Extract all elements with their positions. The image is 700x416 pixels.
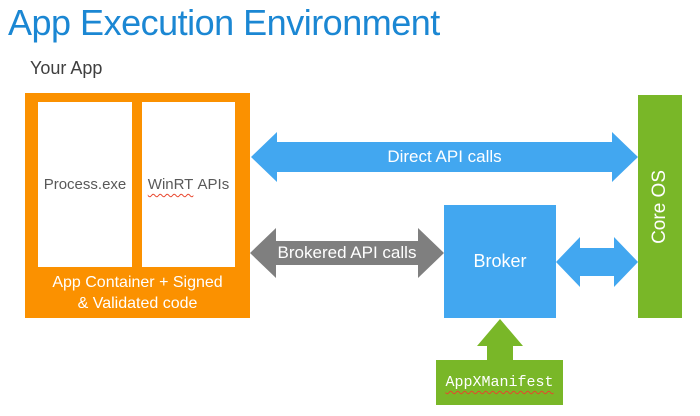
brokered-api-calls-arrow: Brokered API calls (250, 228, 444, 278)
direct-api-calls-label: Direct API calls (387, 147, 502, 166)
broker-label: Broker (473, 251, 527, 271)
process-exe-label: Process.exe (43, 176, 127, 193)
winrt-apis-box: WinRT APIs (142, 102, 235, 267)
apis-word: APIs (197, 176, 230, 193)
app-container-box: Process.exe WinRT APIs App Container + S… (25, 93, 250, 318)
brokered-api-calls-label: Brokered API calls (277, 243, 417, 262)
broker-coreos-arrow (556, 237, 638, 287)
page-title: App Execution Environment (8, 2, 440, 43)
direct-api-calls-arrow: Direct API calls (251, 132, 638, 182)
app-container-caption: App Container + Signed & Validated code (25, 267, 250, 318)
caption-line-2: & Validated code (77, 294, 198, 312)
process-exe-box: Process.exe (38, 102, 132, 267)
appxmanifest-label: AppXManifest (445, 374, 554, 391)
your-app-label: Your App (30, 58, 103, 78)
broker-box: Broker (444, 205, 556, 318)
core-os-label: Core OS (649, 169, 670, 244)
manifest-to-broker-arrow (477, 319, 523, 361)
winrt-word: WinRT (147, 176, 194, 193)
appxmanifest-box: AppXManifest (436, 360, 563, 405)
core-os-box: Core OS (638, 95, 682, 318)
caption-line-1: App Container + Signed (52, 273, 223, 291)
